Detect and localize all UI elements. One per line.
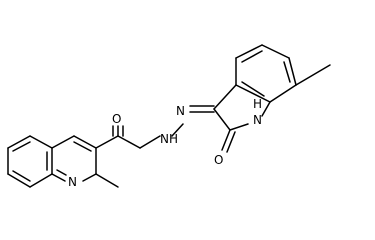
hydrazone-n-label: N — [176, 104, 185, 118]
oxindole-five-ring — [213, 84, 271, 153]
carbonyl-oxygen-label: O — [112, 112, 121, 126]
amide-nh-label: NH — [160, 132, 178, 146]
oxindole-benzo-ring — [235, 44, 297, 103]
quinoline-benzo-ring — [7, 135, 53, 188]
hydrazone-linkage — [171, 105, 215, 137]
oxindole-methyl-bond — [295, 64, 331, 86]
quinoline-pyridine-ring — [51, 135, 97, 182]
molecule-diagram: O NH N N O H N — [7, 44, 331, 189]
amide-group — [95, 125, 161, 149]
quinoline-n-label: N — [68, 175, 77, 189]
oxindole-oxygen-label: O — [214, 153, 223, 167]
indoline-h-label: H — [253, 97, 262, 111]
quinoline-methyl-bond — [95, 173, 119, 188]
molecule-structure: O NH N N O H N — [7, 44, 331, 189]
indoline-n-label: N — [253, 113, 262, 127]
